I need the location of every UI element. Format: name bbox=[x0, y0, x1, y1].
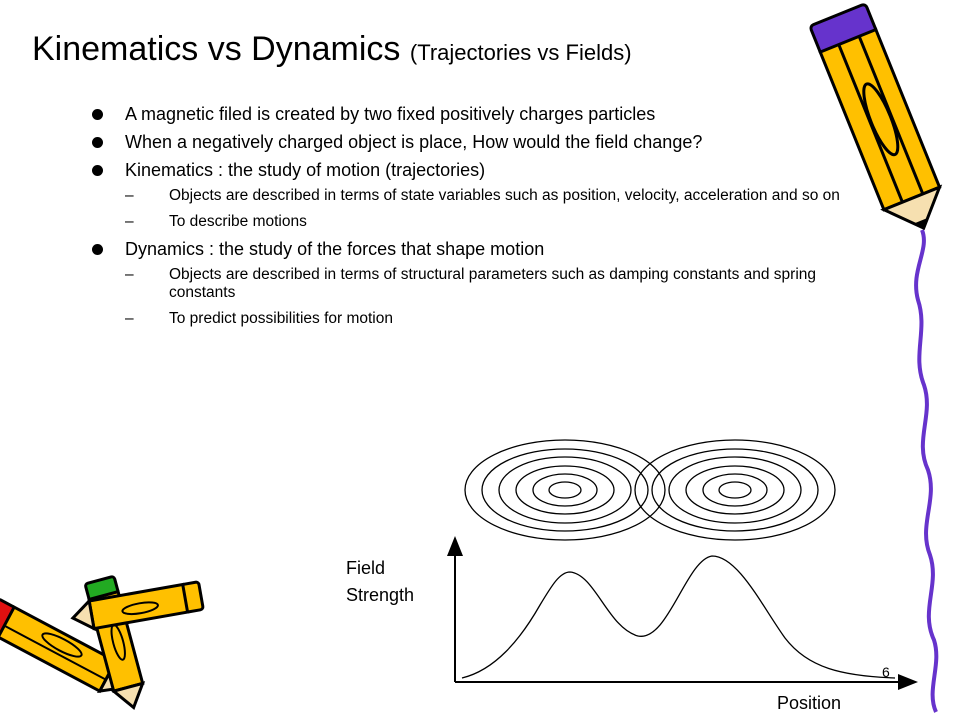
bullet-dot-icon bbox=[92, 137, 103, 148]
bullet-dot-icon bbox=[92, 109, 103, 120]
bullet-item: Kinematics : the study of motion (trajec… bbox=[92, 160, 842, 231]
sub-bullet-text: To describe motions bbox=[169, 213, 307, 230]
y-axis-label: Field Strength bbox=[346, 555, 414, 609]
sub-bullet-item: – To predict possibilities for motion bbox=[125, 310, 842, 328]
sub-bullet-item: – Objects are described in terms of stru… bbox=[125, 266, 842, 302]
sub-bullet-item: – To describe motions bbox=[125, 213, 842, 231]
sub-bullet-text: Objects are described in terms of state … bbox=[169, 187, 840, 204]
bullet-list: A magnetic filed is created by two fixed… bbox=[92, 104, 842, 336]
dash-marker: – bbox=[125, 266, 134, 283]
bullet-text: When a negatively charged object is plac… bbox=[125, 132, 703, 152]
slide-title: Kinematics vs Dynamics (Trajectories vs … bbox=[32, 30, 632, 69]
bullet-item: When a negatively charged object is plac… bbox=[92, 132, 842, 153]
sub-bullet-item: – Objects are described in terms of stat… bbox=[125, 187, 842, 205]
bullet-dot-icon bbox=[92, 244, 103, 255]
wavy-border-line bbox=[914, 229, 939, 713]
dash-marker: – bbox=[125, 213, 134, 230]
left-charge-field-rings bbox=[464, 439, 666, 541]
dash-marker: – bbox=[125, 187, 134, 204]
page-number: 6 bbox=[882, 664, 890, 680]
bullet-item: A magnetic filed is created by two fixed… bbox=[92, 104, 842, 125]
title-subtitle: (Trajectories vs Fields) bbox=[409, 40, 632, 65]
sub-bullet-list: – Objects are described in terms of stru… bbox=[125, 266, 842, 328]
y-axis-label-line2: Strength bbox=[346, 585, 415, 605]
pencil-icon bbox=[809, 3, 943, 231]
sub-bullet-text: To predict possibilities for motion bbox=[169, 310, 393, 327]
field-strength-curve bbox=[461, 555, 896, 679]
y-axis-label-line1: Field bbox=[346, 558, 386, 578]
bullet-dot-icon bbox=[92, 165, 103, 176]
bullet-text: A magnetic filed is created by two fixed… bbox=[125, 104, 656, 124]
dash-marker: – bbox=[125, 310, 134, 327]
crossed-pencils-icon bbox=[0, 575, 205, 711]
sub-bullet-list: – Objects are described in terms of stat… bbox=[125, 187, 842, 231]
x-axis-label: Position bbox=[777, 693, 842, 713]
right-charge-field-rings bbox=[634, 439, 836, 541]
sub-bullet-text: Objects are described in terms of struct… bbox=[169, 266, 817, 301]
bullet-text: Dynamics : the study of the forces that … bbox=[125, 239, 545, 259]
bullet-item: Dynamics : the study of the forces that … bbox=[92, 239, 842, 328]
title-main: Kinematics vs Dynamics bbox=[32, 30, 401, 68]
bullet-text: Kinematics : the study of motion (trajec… bbox=[125, 160, 486, 180]
